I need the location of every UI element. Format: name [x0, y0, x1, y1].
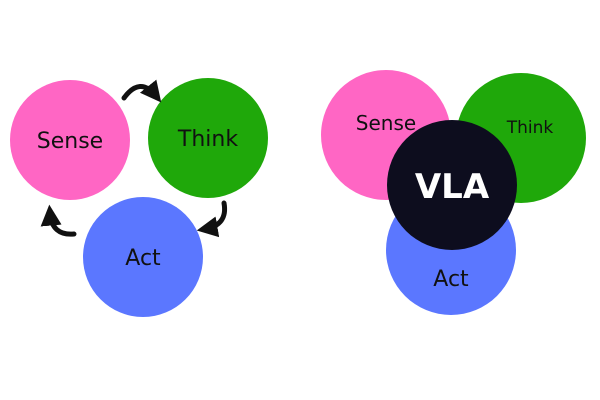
cycle-diagram: Sense Think Act — [10, 78, 268, 317]
act-label: Act — [125, 246, 161, 271]
vla-diagram: Sense Think Act VLA — [321, 70, 586, 315]
think-to-act-arrow-icon — [196, 200, 228, 238]
vla-label: VLA — [415, 167, 490, 207]
vla-think-label: Think — [506, 118, 554, 138]
vla-center-circle — [387, 120, 517, 250]
vla-sense-label: Sense — [356, 111, 416, 135]
sense-to-think-arrow-icon — [121, 79, 162, 103]
think-circle — [148, 78, 268, 198]
sense-circle — [10, 80, 130, 200]
vla-act-label: Act — [433, 267, 469, 292]
act-circle — [83, 197, 203, 317]
act-to-sense-arrow-icon — [40, 204, 77, 237]
sense-label: Sense — [37, 129, 103, 154]
think-label: Think — [177, 127, 238, 152]
